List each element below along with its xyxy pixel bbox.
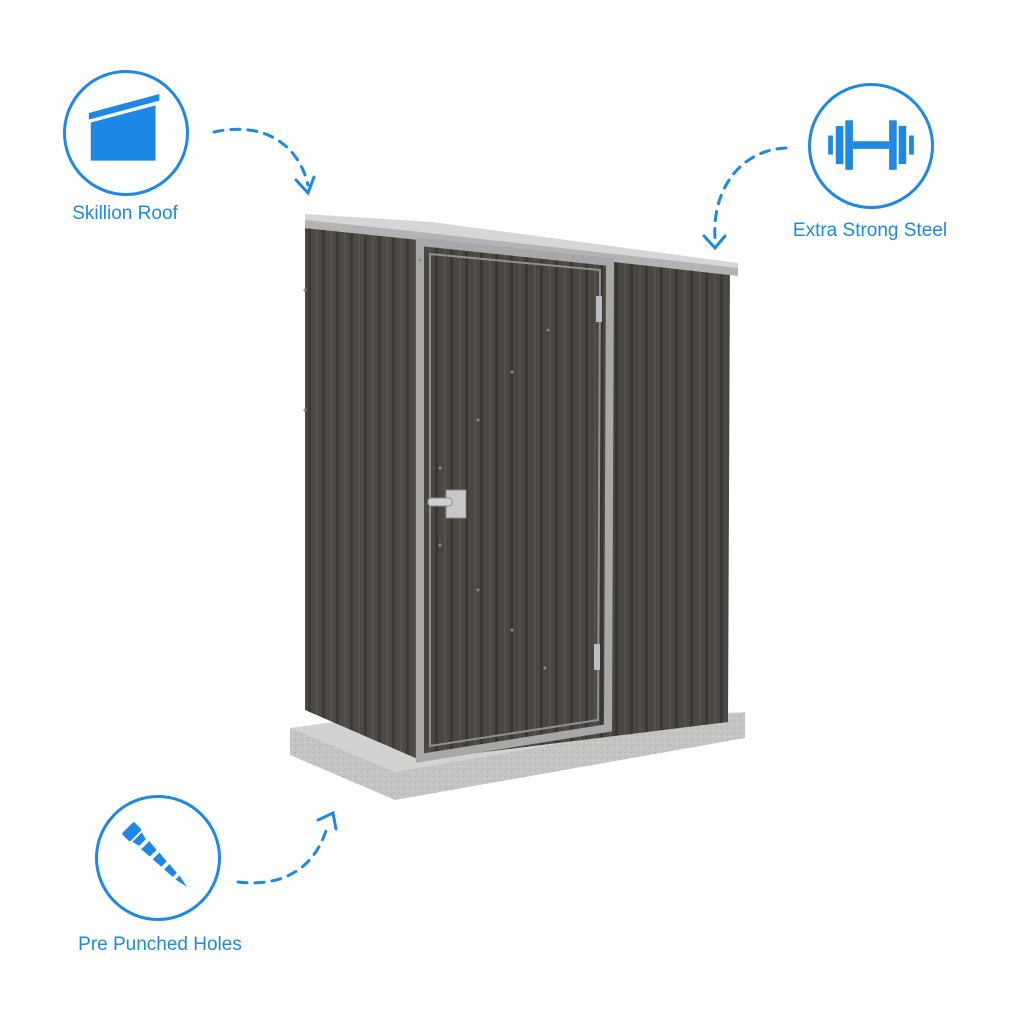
concrete-base-front (290, 728, 395, 800)
roof-arrow-head (294, 175, 316, 196)
shed-roof (305, 218, 738, 276)
skillion-roof-badge (63, 70, 189, 196)
door-frame (416, 237, 615, 763)
pre-punched-holes-badge (95, 795, 221, 921)
holes-arrow-line (236, 822, 330, 885)
steel-arrow-head (702, 234, 727, 251)
holes-arrow-head (316, 810, 338, 831)
door-hinge-top (596, 296, 602, 322)
dumbbell-icon (828, 120, 914, 170)
shed-side-wall (305, 228, 420, 760)
door-panel (429, 252, 602, 748)
roof-arrow-line (212, 127, 310, 187)
pre-punched-holes-label: Pre Punched Holes (78, 934, 242, 955)
extra-strong-steel-label: Extra Strong Steel (792, 220, 948, 241)
skillion-roof-icon (88, 93, 160, 161)
door-hinge-bottom (594, 644, 600, 670)
skillion-roof-label: Skillion Roof (72, 203, 178, 224)
concrete-base-side (395, 712, 745, 800)
screw-icon (122, 822, 187, 887)
shed-roof-edge (305, 214, 738, 268)
door-latch-bar (427, 497, 453, 507)
extra-strong-steel-badge (808, 83, 934, 209)
